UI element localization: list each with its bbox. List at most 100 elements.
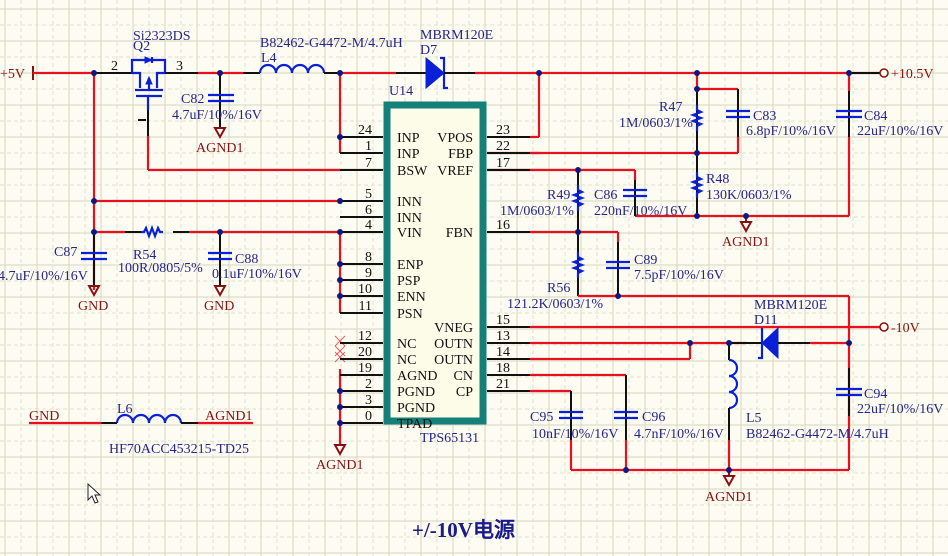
pin-number: 21 [496,377,510,392]
net-label-agnd: AGND1 [722,235,769,250]
c82-ref: C82 [181,92,204,107]
pin-name: NC [397,353,416,368]
no-connect-markers [334,335,346,363]
pin-number: 1 [365,139,372,154]
inductor-l5[interactable]: L5 B82462-G4472-M/4.7uH [728,343,889,442]
capacitor-c89[interactable]: C89 7.5pF/10%/16V [606,242,724,296]
pin-number: 8 [365,250,372,265]
inductor-l6[interactable]: GND AGND1 L6 HF70ACC453215-TD25 [29,402,253,457]
mouse-cursor-icon [87,482,102,504]
pin-name: CN [454,369,473,384]
q2-ref: Q2 [133,39,150,54]
diode-d7[interactable]: MBRM120E D7 [396,28,493,90]
capacitor-c82[interactable]: C82 4.7uF/10%/16V [172,73,262,128]
mosfet-q2[interactable]: Si2323DS Q2 2 3 [111,29,191,136]
pin-number: 7 [365,156,372,171]
capacitor-c84[interactable]: C84 22uF/10%/16V [836,91,943,139]
junction-dot [694,70,700,76]
resistor-r54[interactable]: R54 100R/0805/5% [118,224,203,276]
net-port-vneg[interactable]: -10V [879,321,920,336]
c94-value: 22uF/10%/16V [857,402,943,417]
pin-number: 24 [358,123,372,138]
net-port-vin[interactable]: +5V [0,66,94,82]
pin-number: 11 [359,299,372,314]
ground-gnd-c88: GND [204,285,234,314]
pin-name: VNEG [434,321,473,336]
resistor-r49[interactable]: R49 1M/0603/1% [500,170,586,232]
pin-name: INN [397,195,422,210]
pin-number: 3 [365,393,372,408]
ground-agnd-c82: AGND1 [196,127,243,156]
pin-number: 17 [496,156,510,171]
r49-ref: R49 [547,188,570,203]
junction-dot [694,150,700,156]
net-label-vin: +5V [0,67,25,82]
pin-number: 10 [358,282,372,297]
junction-dot [575,167,581,173]
c86-ref: C86 [594,188,617,203]
junction-dot [846,340,852,346]
junction-dot [694,213,700,219]
resistor-r48[interactable]: R48 130K/0603/1% [689,153,792,216]
net-label-agnd: AGND1 [705,490,752,505]
resistor-r56[interactable]: R56 121.2K/0603/1% [507,232,603,312]
pin-name: AGND [397,369,437,384]
capacitor-c87[interactable]: C87 4.7uF/10%/16V [0,232,107,286]
c96-value: 4.7nF/10%/16V [634,427,724,442]
capacitor-c83[interactable]: C83 6.8pF/10%/16V [726,89,836,139]
l5-value: B82462-G4472-M/4.7uH [746,427,889,442]
capacitor-c88[interactable]: C88 0.1uF/10%/16V [208,232,302,286]
capacitor-c86[interactable]: C86 220nF/10%/16V [594,180,687,219]
ic-left-pins: 24INP1INP7BSW5INN6INN4VIN8ENP9PSP10ENN11… [340,123,437,432]
capacitor-c95[interactable]: C95 10nF/10%/16V [530,391,618,442]
pin-number: 0 [365,409,372,424]
pin-number: 12 [358,329,372,344]
diode-d11[interactable]: MBRM120E D11 [729,298,827,360]
capacitor-c96[interactable]: C96 4.7nF/10%/16V [614,375,724,442]
capacitor-c94[interactable]: C94 22uF/10%/16V [836,368,943,417]
ic-u14[interactable]: U14 TPS65131 24INP1INP7BSW5INN6INN4VIN8E… [340,84,540,446]
junction-dot [337,388,343,394]
l4-value: B82462-G4472-M/4.7uH [260,36,403,51]
ground-agnd-neg: AGND1 [705,470,752,505]
pin-name: NC [397,337,416,352]
pin-number: 6 [365,203,372,218]
resistor-r47[interactable]: R47 1M/0603/1% [619,89,705,153]
pin-number: 15 [496,313,510,328]
junction-dot [337,420,343,426]
d11-ref: D11 [754,313,778,328]
c87-ref: C87 [54,245,77,260]
ic-part-number: TPS65131 [420,431,479,446]
r54-ref: R54 [133,248,156,263]
ic-right-pins: 23VPOS22FBP17VREF16FBN15VNEG13OUTN14OUTN… [434,123,540,400]
r48-value: 130K/0603/1% [706,188,792,203]
c84-ref: C84 [864,109,887,124]
pin-name: INN [397,211,422,226]
pin-number: 5 [365,187,372,202]
pin-name: INP [397,131,420,146]
inductor-l4[interactable]: B82462-G4472-M/4.7uH L4 [243,36,403,74]
l5-ref: L5 [746,411,762,426]
c95-ref: C95 [530,410,553,425]
c88-ref: C88 [235,252,258,267]
l4-ref: L4 [261,51,277,66]
net-port-vpos[interactable]: +10.5V [850,67,934,82]
junction-dot [743,213,749,219]
junction-dot [337,404,343,410]
c84-value: 22uF/10%/16V [857,124,943,139]
junction-dots [91,70,852,473]
net-label-gnd: GND [78,299,108,314]
pin-name: OUTN [434,353,473,368]
